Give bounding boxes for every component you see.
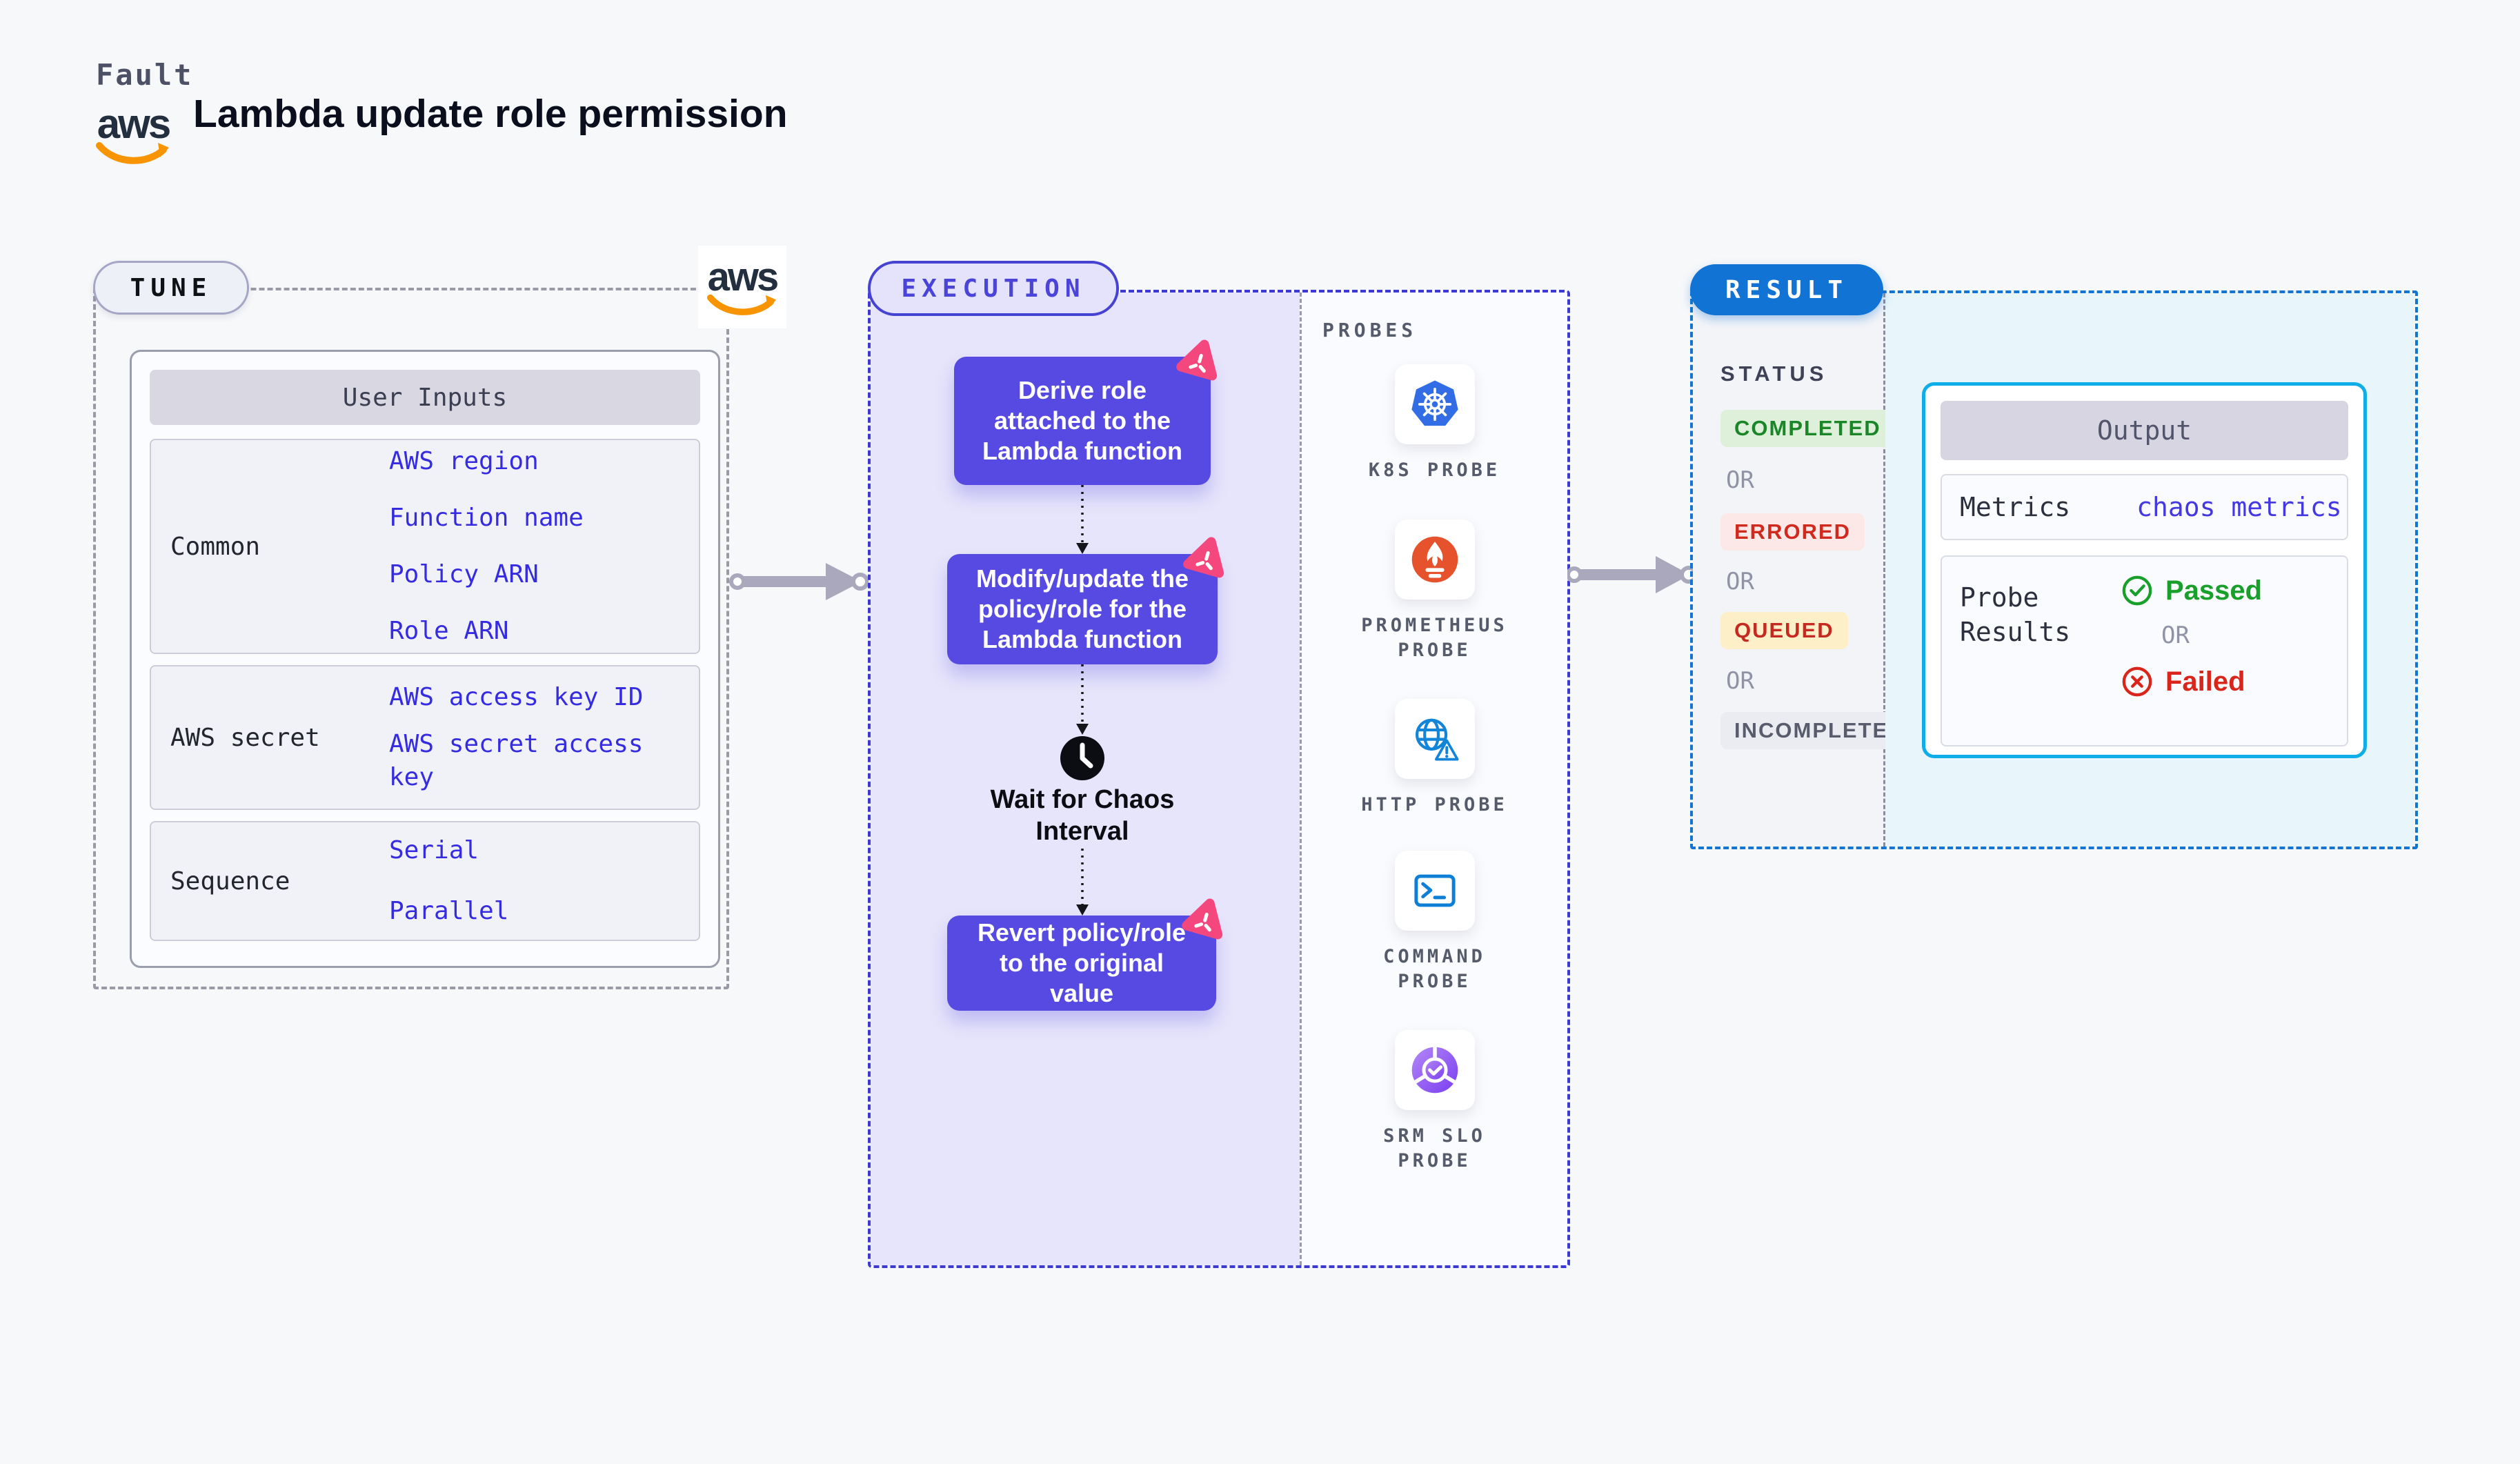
table-row-common: Common AWS region Function name Policy A…: [150, 439, 700, 654]
arrow-tune-to-execution: [729, 563, 869, 600]
probe-http: HTTP PROBE: [1302, 699, 1567, 818]
prometheus-icon: [1411, 536, 1458, 583]
status-badge-queued: QUEUED: [1720, 612, 1848, 649]
http-globe-icon: [1415, 718, 1459, 761]
row-links: Serial Parallel: [389, 822, 693, 940]
probe-command: COMMAND PROBE: [1302, 851, 1567, 994]
probe-label: SRM SLO PROBE: [1383, 1125, 1486, 1171]
or-separator: OR: [1726, 667, 1754, 695]
failed-label: Failed: [2165, 666, 2245, 697]
clock-icon: [1059, 735, 1106, 782]
probe-label: K8S PROBE: [1368, 459, 1501, 481]
probe-results-label: Probe Results: [1960, 582, 2071, 647]
aws-smile-icon: [707, 294, 777, 315]
output-area: Output Metrics chaos metrics Probe Resul…: [1885, 293, 2415, 847]
dotted-connector: [1076, 485, 1089, 554]
chaos-metrics-link[interactable]: chaos metrics: [2136, 492, 2342, 522]
arrow-execution-to-result: [1567, 556, 1697, 593]
link-serial[interactable]: Serial: [389, 836, 479, 864]
link-parallel[interactable]: Parallel: [389, 897, 509, 925]
x-circle-icon: [2122, 666, 2152, 697]
user-inputs-table: User Inputs Common AWS region Function n…: [130, 350, 720, 968]
probe-card: [1394, 520, 1475, 600]
row-label: Common: [170, 532, 261, 561]
link-aws-access-key-id[interactable]: AWS access key ID: [389, 683, 644, 711]
execution-flow: Derive role attached to the Lambda funct…: [871, 293, 1300, 1265]
row-links: AWS region Function name Policy ARN Role…: [389, 440, 693, 653]
aws-logo: aws: [95, 103, 172, 166]
link-policy-arn[interactable]: Policy ARN: [389, 560, 539, 588]
check-circle-icon: [2122, 575, 2152, 606]
execution-panel: Derive role attached to the Lambda funct…: [868, 290, 1570, 1268]
chaos-icon: [1182, 898, 1223, 940]
probe-card: [1394, 699, 1475, 779]
tune-panel: User Inputs Common AWS region Function n…: [93, 288, 729, 989]
step-revert-policy: Revert policy/role to the original value: [947, 898, 1223, 1011]
aws-logo-tune-corner: aws: [698, 246, 786, 328]
link-function-name[interactable]: Function name: [389, 504, 584, 532]
fault-eyebrow: Fault: [96, 58, 194, 92]
execution-section-badge: EXECUTION: [868, 261, 1119, 316]
probe-card: [1394, 1030, 1475, 1110]
link-role-arn[interactable]: Role ARN: [389, 617, 509, 645]
chaos-icon: [1176, 339, 1218, 381]
or-separator: OR: [2161, 622, 2190, 649]
aws-wordmark: aws: [707, 255, 780, 299]
user-inputs-header: User Inputs: [150, 370, 700, 425]
terminal-icon: [1413, 874, 1456, 907]
result-section-badge: RESULT: [1690, 264, 1883, 315]
chaos-icon: [1183, 537, 1224, 578]
link-aws-region[interactable]: AWS region: [389, 447, 539, 475]
probe-results-values: Passed OR Failed: [2121, 575, 2262, 698]
failed-result: Failed: [2121, 666, 2262, 698]
step-label: Modify/update the policy/role for the La…: [976, 564, 1189, 653]
output-card: Output Metrics chaos metrics Probe Resul…: [1922, 382, 2367, 758]
status-badge-errored: ERRORED: [1720, 513, 1865, 551]
status-title: STATUS: [1720, 362, 1828, 386]
aws-wordmark: aws: [97, 101, 171, 147]
table-row-sequence: Sequence Serial Parallel: [150, 821, 700, 941]
aws-smile-icon: [96, 142, 169, 164]
row-label: Sequence: [170, 867, 290, 896]
page-title: Lambda update role permission: [193, 92, 788, 136]
probe-label: HTTP PROBE: [1361, 794, 1508, 815]
row-links: AWS access key ID AWS secret access key: [389, 666, 693, 809]
dotted-connector: [1076, 664, 1089, 735]
probe-label: PROMETHEUS PROBE: [1361, 615, 1508, 661]
passed-result: Passed: [2121, 575, 2262, 606]
metrics-label: Metrics: [1960, 492, 2071, 522]
probe-prometheus: PROMETHEUS PROBE: [1302, 520, 1567, 663]
probe-srm-slo: SRM SLO PROBE: [1302, 1030, 1567, 1174]
step-modify-policy: Modify/update the policy/role for the La…: [947, 537, 1224, 664]
step-label: Revert policy/role to the original value: [977, 918, 1187, 1007]
tune-section-badge: TUNE: [93, 261, 249, 315]
or-separator: OR: [1726, 568, 1754, 595]
probe-results-row: Probe Results Passed OR: [1941, 555, 2348, 746]
metrics-row: Metrics chaos metrics: [1941, 474, 2348, 540]
or-separator: OR: [1726, 466, 1754, 494]
probe-card: [1394, 364, 1475, 444]
dotted-connector: [1076, 849, 1089, 916]
status-column: STATUS COMPLETED OR ERRORED OR QUEUED OR…: [1693, 293, 1919, 847]
kubernetes-icon: [1411, 380, 1458, 426]
table-row-aws-secret: AWS secret AWS access key ID AWS secret …: [150, 665, 700, 810]
status-badge-completed: COMPLETED: [1720, 410, 1895, 447]
step-label: Derive role attached to the Lambda funct…: [982, 376, 1182, 465]
probes-title: PROBES: [1322, 319, 1418, 342]
output-header: Output: [1941, 401, 2348, 460]
probes-column: PROBES: [1300, 293, 1567, 1265]
probe-card: [1394, 851, 1475, 931]
passed-label: Passed: [2165, 575, 2263, 606]
probe-label: COMMAND PROBE: [1383, 946, 1486, 992]
srm-slo-icon: [1411, 1047, 1458, 1094]
row-label: AWS secret: [170, 723, 320, 752]
probe-k8s: K8S PROBE: [1302, 364, 1567, 483]
result-panel: STATUS COMPLETED OR ERRORED OR QUEUED OR…: [1690, 290, 2418, 849]
step-derive-role: Derive role attached to the Lambda funct…: [954, 339, 1218, 485]
link-aws-secret-access-key[interactable]: AWS secret access key: [389, 730, 644, 791]
step-wait-for-chaos-interval: Wait for Chaos Interval: [990, 785, 1175, 846]
